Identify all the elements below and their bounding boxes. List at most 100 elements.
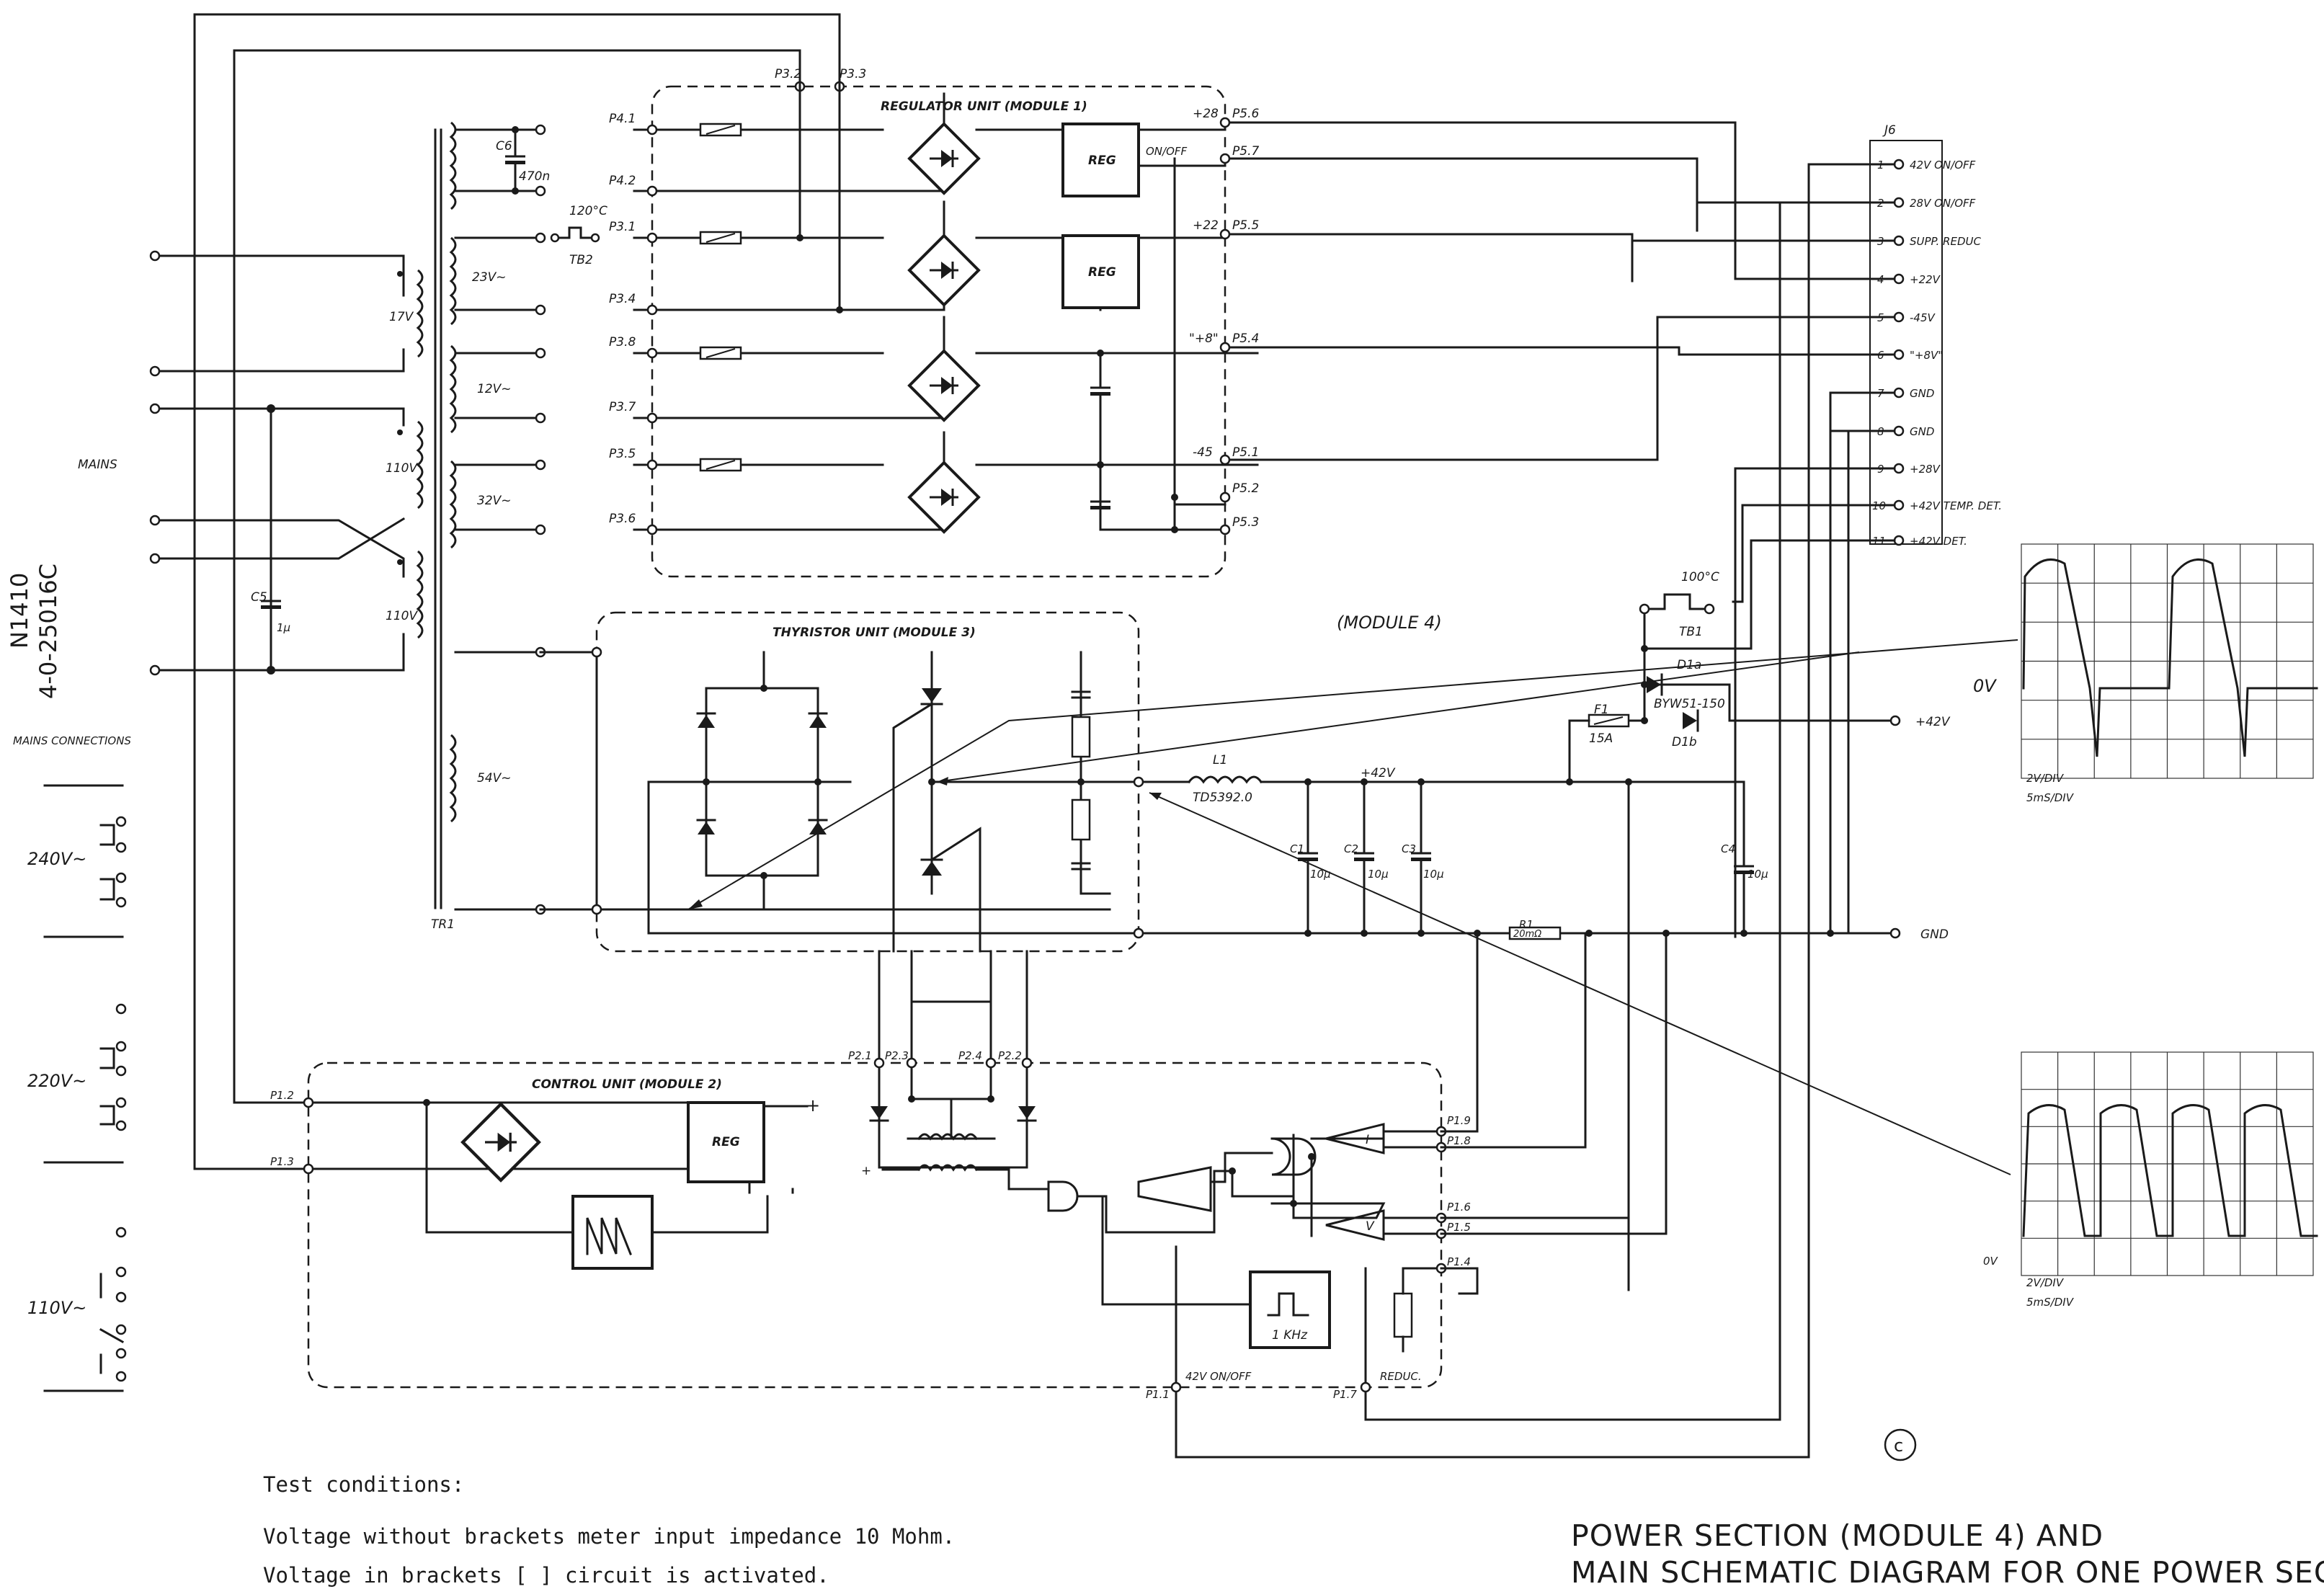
pin-p14: P1.4 bbox=[1447, 1255, 1471, 1268]
test-conditions-heading: Test conditions: bbox=[263, 1472, 464, 1497]
rectifier-bridge-2 bbox=[908, 234, 980, 306]
control-plus: + bbox=[806, 1095, 820, 1116]
connector-j6-wiring bbox=[1175, 121, 1896, 1459]
pin-p56: P5.6 bbox=[1232, 107, 1259, 121]
amp-i-label: I bbox=[1366, 1133, 1369, 1147]
pin-p15: P1.5 bbox=[1447, 1221, 1471, 1234]
pin-p41: P4.1 bbox=[609, 112, 636, 126]
oscillogram-1 bbox=[2021, 543, 2318, 779]
thyristor-unit-title: THYRISTOR UNIT (MODULE 3) bbox=[773, 626, 976, 640]
svg-text:-45V: -45V bbox=[1910, 311, 1936, 324]
winding-110v-a: 110V bbox=[386, 461, 418, 476]
control-reg bbox=[687, 1101, 765, 1183]
pin-p51: P5.1 bbox=[1232, 445, 1259, 460]
secondary-wiring bbox=[454, 124, 600, 915]
fuse-2 bbox=[699, 231, 742, 245]
pin-p13: P1.3 bbox=[270, 1155, 294, 1168]
winding-110v-b: 110V bbox=[386, 609, 418, 623]
square-wave-icon bbox=[1267, 1292, 1309, 1317]
pin-p36: P3.6 bbox=[609, 512, 636, 526]
svg-text:+28V: +28V bbox=[1910, 463, 1941, 476]
d1b-label: D1b bbox=[1672, 735, 1697, 749]
winding-12v: 12V~ bbox=[477, 382, 512, 396]
plus42-rail bbox=[1137, 775, 1755, 1291]
rectifier-bridge-4 bbox=[908, 461, 980, 533]
pin-p42: P4.2 bbox=[609, 174, 636, 188]
winding-17v: 17V bbox=[389, 310, 414, 324]
l1-label: L1 bbox=[1213, 753, 1227, 767]
out-plus42-label: +42V bbox=[1915, 715, 1951, 729]
rail-plus22: +22 bbox=[1193, 218, 1219, 233]
pin-p33: P3.3 bbox=[840, 67, 866, 81]
rail-plus28: +28 bbox=[1193, 107, 1219, 121]
c4-label: C4 bbox=[1721, 842, 1735, 855]
on-off-42-label: 42V ON/OFF bbox=[1185, 1370, 1252, 1383]
pin-p37: P3.7 bbox=[609, 400, 636, 414]
regulator-reg-2 bbox=[1061, 234, 1140, 309]
rail-minus45: -45 bbox=[1193, 445, 1213, 460]
thyristor-unit-circuit bbox=[539, 646, 1144, 1059]
svg-text:+42V TEMP. DET.: +42V TEMP. DET. bbox=[1910, 499, 2002, 512]
oscillogram-2 bbox=[2021, 1051, 2318, 1276]
tb1-temp: 100°C bbox=[1681, 570, 1719, 584]
c5-value: 1µ bbox=[277, 621, 290, 634]
pin-p52: P5.2 bbox=[1232, 481, 1259, 496]
c2-label: C2 bbox=[1344, 842, 1358, 855]
rectifier-bridge-1 bbox=[908, 123, 980, 195]
pin-p38: P3.8 bbox=[609, 335, 636, 350]
regulator-output-lines bbox=[1099, 121, 1737, 531]
fuse-1 bbox=[699, 123, 742, 137]
osc1-scale: 2V/DIV bbox=[2026, 772, 2065, 785]
gnd-label: GND bbox=[1920, 927, 1949, 942]
mains-input-wiring bbox=[149, 250, 406, 676]
mains-connection-diagrams bbox=[43, 784, 127, 1392]
document-code: 4-0-25016C bbox=[35, 564, 62, 699]
svg-text:+42V DET.: +42V DET. bbox=[1910, 535, 1967, 548]
osc2-scale: 2V/DIV bbox=[2026, 1276, 2065, 1289]
c3-label: C3 bbox=[1402, 842, 1416, 855]
d1a-label: D1a bbox=[1677, 658, 1701, 672]
rail-plus42-label: +42V bbox=[1361, 766, 1396, 780]
f1-label: F1 bbox=[1594, 703, 1609, 717]
svg-text:GND: GND bbox=[1910, 425, 1934, 438]
regulator-pin-terminals bbox=[646, 81, 1231, 535]
f1-value: 15A bbox=[1589, 731, 1613, 746]
module4-label: (MODULE 4) bbox=[1337, 613, 1442, 633]
reg-on-off-label: ON/OFF bbox=[1146, 145, 1188, 158]
c1-value: 10µ bbox=[1310, 868, 1331, 881]
copyright-mark: c bbox=[1894, 1436, 1903, 1456]
reg-2-label: REG bbox=[1088, 265, 1116, 280]
control-unit-circuit bbox=[193, 932, 1668, 1407]
svg-text:28V ON/OFF: 28V ON/OFF bbox=[1910, 197, 1976, 210]
test-conditions-line-1: Voltage without brackets meter input imp… bbox=[263, 1524, 955, 1549]
sawtooth-generator bbox=[571, 1195, 654, 1270]
amp-v-label: V bbox=[1366, 1219, 1375, 1234]
pin-p17: P1.7 bbox=[1333, 1388, 1357, 1401]
tb2-label: TB2 bbox=[569, 253, 593, 267]
fuse-4 bbox=[699, 458, 742, 472]
oscillator-label: 1 KHz bbox=[1272, 1328, 1308, 1343]
tb1-thermal-switch bbox=[1639, 593, 1715, 650]
c1-label: C1 bbox=[1290, 842, 1304, 855]
regulator-unit-title: REGULATOR UNIT (MODULE 1) bbox=[881, 99, 1087, 114]
pin-p57: P5.7 bbox=[1232, 144, 1259, 159]
osc2-time: 5mS/DIV bbox=[2026, 1296, 2075, 1309]
pin-p54: P5.4 bbox=[1232, 331, 1259, 346]
pin-p35: P3.5 bbox=[609, 447, 636, 461]
svg-text:GND: GND bbox=[1910, 387, 1934, 400]
svg-text:SUPP. REDUC: SUPP. REDUC bbox=[1910, 235, 1981, 248]
sawtooth-icon bbox=[586, 1217, 632, 1255]
control-reg-label: REG bbox=[712, 1135, 740, 1149]
mains-connections-label: MAINS CONNECTIONS bbox=[13, 734, 131, 747]
pin-p31: P3.1 bbox=[609, 220, 636, 234]
pin-p22: P2.2 bbox=[998, 1049, 1022, 1062]
pin-p53: P5.3 bbox=[1232, 515, 1259, 530]
pin-p21: P2.1 bbox=[848, 1049, 872, 1062]
pin-p19: P1.9 bbox=[1447, 1114, 1471, 1127]
c6-value: 470n bbox=[519, 169, 550, 184]
test-conditions-line-2: Voltage in brackets [ ] circuit is activ… bbox=[263, 1563, 829, 1588]
connector-j6-body bbox=[1869, 140, 1943, 545]
loop-p33 bbox=[193, 13, 841, 1170]
